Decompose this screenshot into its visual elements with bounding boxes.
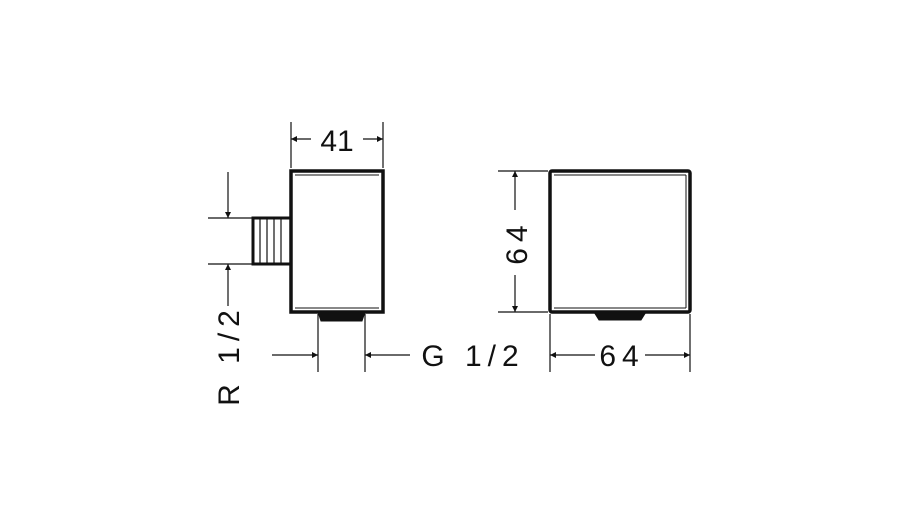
dimension-g-half [272, 314, 410, 372]
side-body [289, 169, 385, 314]
side-view [208, 122, 410, 372]
label-r-half: R 1/2 [213, 304, 246, 406]
label-width-64: 64 [599, 340, 644, 373]
label-g-half: G 1/2 [421, 340, 524, 373]
dimension-41 [290, 122, 384, 168]
dimension-r-half [208, 172, 252, 306]
front-body [548, 169, 692, 314]
label-width-41: 41 [320, 125, 353, 158]
front-outlet [593, 311, 647, 321]
front-view [498, 169, 692, 372]
outlet-fitting [317, 311, 366, 322]
label-height-64: 64 [501, 219, 534, 264]
dimension-width-64 [549, 314, 691, 372]
inlet-fitting [251, 216, 293, 266]
dimension-height-64 [498, 170, 548, 313]
